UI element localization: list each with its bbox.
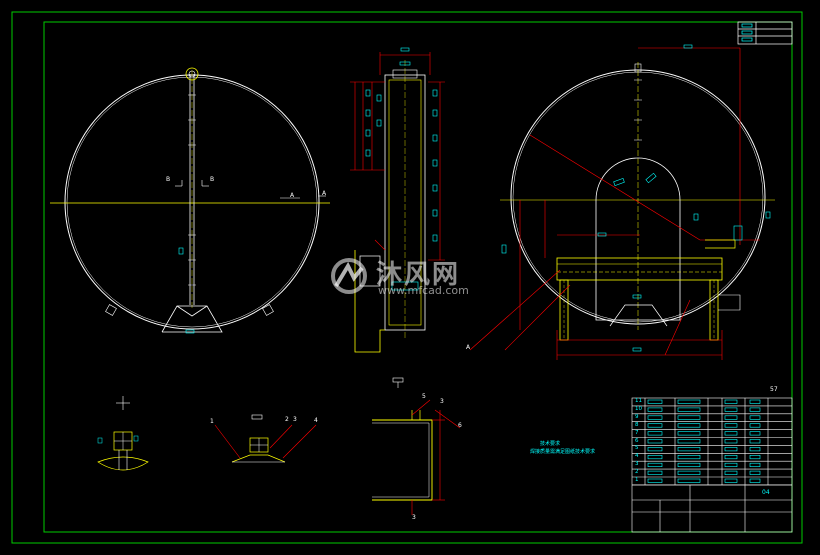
- sheet-ref-label: 57: [770, 386, 778, 393]
- tech-notes-line: 焊接质量需满足图纸技术要求: [530, 449, 596, 455]
- inner-frame: [43, 21, 793, 533]
- bom-row-number: 9: [635, 413, 639, 420]
- bom-cell: [749, 462, 761, 468]
- watermark-logo-icon: [331, 258, 367, 294]
- bom-cell: [749, 447, 761, 452]
- bom-cell: [647, 462, 663, 468]
- bom-cell: [677, 423, 701, 428]
- bom-row-number: 8: [635, 421, 639, 428]
- watermark-title: 沐风网: [376, 260, 461, 290]
- bom-cell: [724, 415, 738, 420]
- bom-cell: [647, 407, 663, 412]
- bom-cell: [677, 439, 701, 444]
- bom-cell: [749, 423, 761, 428]
- bom-cell: [749, 399, 761, 404]
- watermark-url: www.mfcad.com: [378, 284, 469, 297]
- revision-box: [737, 21, 793, 45]
- right-view: [469, 44, 775, 360]
- bom-cell: [724, 454, 738, 460]
- watermark: 沐风网 www.mfcad.com: [328, 254, 498, 300]
- bom-cell: [724, 462, 738, 468]
- bom-cell: [677, 407, 701, 412]
- bom-row-number: 7: [635, 429, 639, 436]
- bom-row-number: 6: [635, 437, 639, 444]
- bom-cell: [724, 447, 738, 452]
- part-1-label: 1: [210, 418, 214, 425]
- bom-cell: [647, 423, 663, 428]
- bom-cell: [677, 447, 701, 452]
- bom-cell: [647, 470, 663, 475]
- bom-cell: [749, 407, 761, 412]
- bom-cell: [677, 478, 701, 483]
- part-5-label: 5: [422, 393, 426, 400]
- outer-frame: [11, 11, 803, 544]
- bom-row-number: 2: [635, 469, 639, 476]
- bom-cell: [677, 415, 701, 420]
- bom-cell: [724, 470, 738, 475]
- tech-notes-heading: 技术要求: [540, 441, 561, 447]
- bom-cell: [724, 439, 738, 444]
- bom-cell: [647, 447, 663, 452]
- section-a-label-1: A: [290, 192, 295, 199]
- part-6-label: 6: [458, 422, 462, 429]
- part-4-label: 4: [314, 417, 318, 424]
- title-block: [631, 397, 793, 533]
- left-view: [50, 67, 330, 334]
- bom-row-number: 10: [635, 405, 642, 412]
- bom-cell: [677, 431, 701, 436]
- part-3-label-a: 3: [293, 416, 297, 423]
- bom-row-number: 5: [635, 445, 639, 452]
- bom-row-number: 4: [635, 453, 639, 460]
- bom-cell: [647, 415, 663, 420]
- part-2-label: 2: [285, 416, 289, 423]
- bom-cells: [647, 399, 761, 483]
- bom-row-number: 1: [635, 477, 639, 483]
- bom-cell: [677, 454, 701, 460]
- bom-cell: [647, 431, 663, 436]
- bom-cell: [677, 470, 701, 475]
- bom-cell: [749, 431, 761, 436]
- middle-view: [350, 47, 445, 353]
- scale-ref-label: 04: [762, 489, 770, 496]
- bom-row-number: 3: [635, 461, 639, 468]
- bom-cell: [724, 423, 738, 428]
- part-3-label-c: 3: [412, 514, 416, 521]
- section-b-right-label: B: [210, 176, 215, 183]
- bom-cell: [647, 478, 663, 483]
- bom-cell: [724, 478, 738, 483]
- bom-cell: [647, 454, 663, 460]
- bom-cell: [749, 439, 761, 444]
- bom-cell: [647, 399, 663, 404]
- right-section-a-label: A: [466, 344, 471, 351]
- bom-cell: [677, 399, 701, 404]
- bom-cell: [749, 478, 761, 483]
- part-3-label-b: 3: [440, 398, 444, 405]
- bom-cell: [724, 407, 738, 412]
- bom-cell: [724, 399, 738, 404]
- section-a-label-2: A: [322, 190, 327, 197]
- bom-cell: [749, 454, 761, 460]
- bom-cell: [724, 431, 738, 436]
- section-b-left-label: B: [166, 176, 171, 183]
- detail-views: [97, 377, 461, 515]
- bom-cell: [749, 470, 761, 475]
- bom-row-number: 11: [635, 398, 642, 404]
- bom-cell: [647, 439, 663, 444]
- bom-cell: [749, 415, 761, 420]
- bom-cell: [677, 462, 701, 468]
